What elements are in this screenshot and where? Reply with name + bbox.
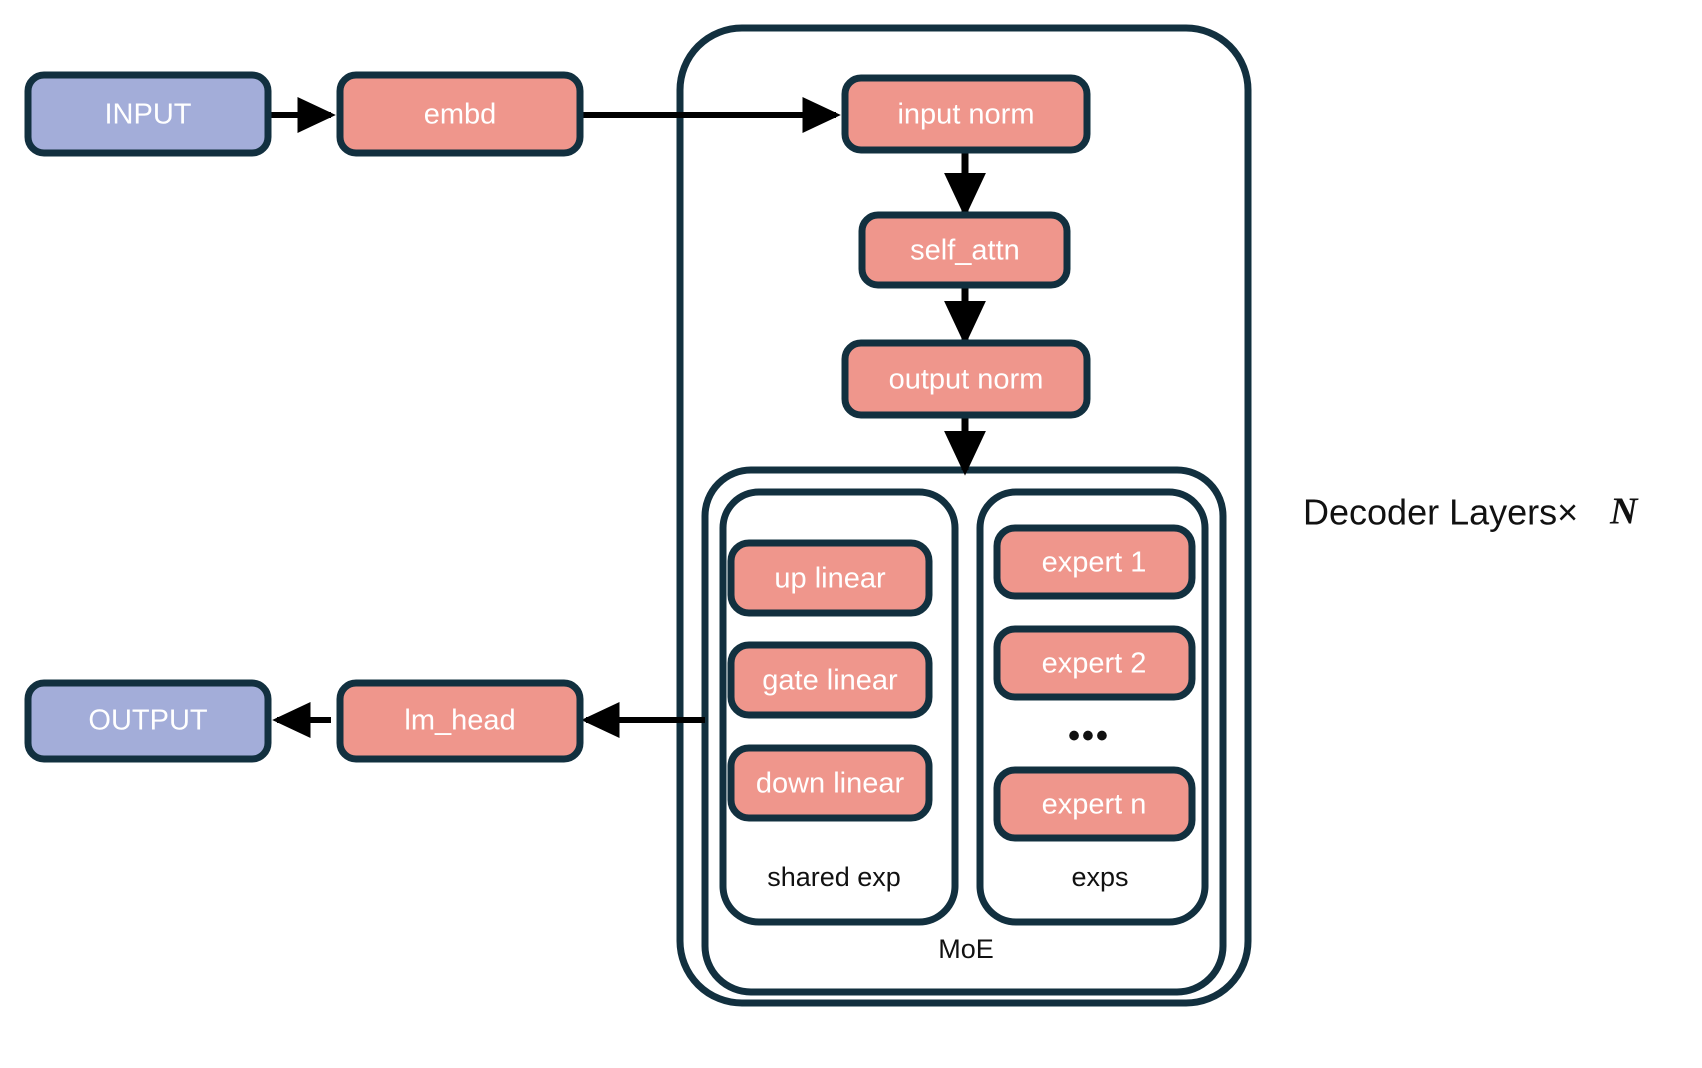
node-output-norm-label: output norm xyxy=(889,364,1044,396)
node-output[interactable]: OUTPUT xyxy=(24,679,272,763)
node-up-linear-label: up linear xyxy=(774,563,886,595)
node-output-label: OUTPUT xyxy=(88,705,208,737)
decoder-layers-label-prefix: Decoder Layers× xyxy=(1303,492,1578,533)
node-input-norm[interactable]: input norm xyxy=(841,74,1091,154)
decoder-layers-container xyxy=(676,24,1252,1007)
node-down-linear-label: down linear xyxy=(756,768,905,800)
node-input-label: INPUT xyxy=(105,99,192,131)
node-expert-n[interactable]: expert n xyxy=(993,766,1196,842)
node-input[interactable]: INPUT xyxy=(24,71,272,157)
node-down-linear[interactable]: down linear xyxy=(727,744,933,822)
node-expert-2[interactable]: expert 2 xyxy=(993,625,1196,701)
node-lm-head-label: lm_head xyxy=(404,705,515,737)
node-up-linear[interactable]: up linear xyxy=(727,539,933,617)
node-self-attn-label: self_attn xyxy=(910,235,1020,267)
shared-exp-label: shared exp xyxy=(767,862,901,892)
node-embd[interactable]: embd xyxy=(336,71,584,157)
node-input-norm-label: input norm xyxy=(897,99,1034,131)
node-expert-2-label: expert 2 xyxy=(1042,648,1147,680)
node-gate-linear[interactable]: gate linear xyxy=(727,641,933,719)
node-expert-1-label: expert 1 xyxy=(1042,547,1147,579)
node-expert-n-label: expert n xyxy=(1042,789,1147,821)
exps-container xyxy=(976,488,1209,926)
exps-label: exps xyxy=(1071,862,1128,892)
moe-label: MoE xyxy=(938,934,994,964)
expert-ellipsis: ••• xyxy=(1068,717,1110,755)
node-lm-head[interactable]: lm_head xyxy=(336,679,584,763)
shared-exp-container xyxy=(719,488,959,926)
node-output-norm[interactable]: output norm xyxy=(841,339,1091,419)
decoder-layers-side-label: Decoder Layers× N xyxy=(1303,491,1639,533)
node-gate-linear-label: gate linear xyxy=(762,665,898,697)
decoder-layers-label-n: N xyxy=(1609,491,1639,533)
node-embd-label: embd xyxy=(424,99,497,131)
node-self-attn[interactable]: self_attn xyxy=(858,211,1071,289)
node-expert-1[interactable]: expert 1 xyxy=(993,524,1196,600)
